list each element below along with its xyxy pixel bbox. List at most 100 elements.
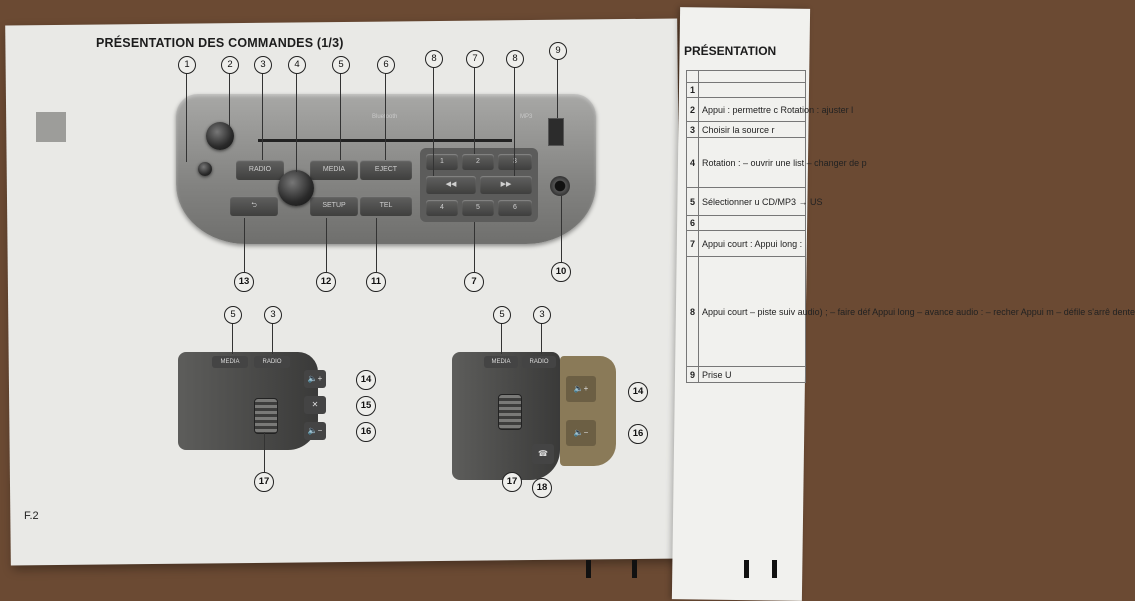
left-callout-14: 14 [356, 370, 376, 390]
preset-6-button[interactable]: 6 [498, 200, 532, 216]
row-number: 5 [685, 187, 700, 216]
tel-button[interactable]: TEL [360, 196, 412, 216]
preset-3-button[interactable]: 3 [498, 154, 532, 170]
right-volume-up-button[interactable]: 🔈+ [566, 376, 596, 402]
leader-5 [340, 72, 341, 160]
setup-button[interactable]: SETUP [310, 196, 358, 216]
thumb-index-mark [586, 560, 591, 578]
leader-10 [561, 196, 562, 262]
back-button[interactable]: ⮌ [230, 196, 278, 216]
left-callout-5: 5 [224, 306, 242, 324]
right-callout-17: 17 [502, 472, 522, 492]
row-number [685, 70, 700, 83]
leader-1 [186, 72, 187, 162]
left-mute-button[interactable]: ✕ [304, 396, 326, 414]
leader-13 [244, 218, 245, 272]
right-media-button[interactable]: MEDIA [484, 356, 518, 368]
left-radio-button[interactable]: RADIO [254, 356, 290, 368]
seek-back-button[interactable]: ◀◀ [426, 176, 476, 194]
right-volume-down-button[interactable]: 🔈− [566, 420, 596, 446]
callout-13: 13 [234, 272, 254, 292]
callout-6: 6 [377, 56, 395, 74]
row-text: Appui court – piste suiv audio) ; – fair… [698, 256, 1135, 367]
bluetooth-label: Bluetooth [372, 114, 397, 120]
callout-9: 9 [549, 42, 567, 60]
leader-left-17 [264, 432, 265, 472]
left-callout-16: 16 [356, 422, 376, 442]
leader-11 [376, 218, 377, 272]
preset-5-button[interactable]: 5 [462, 200, 494, 216]
selector-knob[interactable] [278, 170, 314, 206]
usb-port[interactable] [548, 118, 564, 146]
callout-5: 5 [332, 56, 350, 74]
right-page-title: PRÉSENTATION [684, 44, 777, 58]
page-number: F.2 [24, 510, 39, 522]
steering-control-left [178, 352, 318, 450]
left-media-button[interactable]: MEDIA [212, 356, 248, 368]
leader-8a [433, 66, 434, 176]
left-volume-down-button[interactable]: 🔈− [304, 422, 326, 440]
right-callout-5: 5 [493, 306, 511, 324]
callout-7a: 7 [466, 50, 484, 68]
left-callout-3: 3 [264, 306, 282, 324]
row-number: 1 [685, 82, 700, 98]
preset-2-button[interactable]: 2 [462, 154, 494, 170]
callout-3: 3 [254, 56, 272, 74]
table-row [685, 70, 807, 83]
row-number: 8 [685, 256, 700, 367]
left-callout-15: 15 [356, 396, 376, 416]
callout-8a: 8 [425, 50, 443, 68]
leader-left-5 [232, 322, 233, 354]
media-button[interactable]: MEDIA [310, 160, 358, 180]
leader-left-3 [272, 322, 273, 354]
right-callout-14: 14 [628, 382, 648, 402]
leader-7a [474, 66, 475, 154]
table-row: 1 [685, 82, 807, 98]
left-callout-17: 17 [254, 472, 274, 492]
preset-4-button[interactable]: 4 [426, 200, 458, 216]
mp3-label: MP3 [520, 114, 533, 120]
row-text [698, 70, 807, 83]
aux-jack[interactable] [550, 176, 570, 196]
right-scroll-wheel[interactable] [498, 394, 522, 430]
row-number: 3 [685, 121, 700, 138]
row-number: 7 [685, 230, 700, 257]
page-title: PRÉSENTATION DES COMMANDES (1/3) [96, 36, 344, 50]
callout-4: 4 [288, 56, 306, 74]
right-phone-button[interactable]: ☎ [532, 444, 554, 464]
power-button[interactable] [198, 162, 212, 176]
leader-3 [262, 72, 263, 160]
row-number: 6 [685, 215, 700, 231]
leader-8b [514, 66, 515, 176]
right-radio-button[interactable]: RADIO [522, 356, 556, 368]
eject-button[interactable]: EJECT [360, 160, 412, 180]
row-number: 2 [685, 97, 700, 122]
right-side-buttons [560, 356, 616, 466]
seek-forward-button[interactable]: ▶▶ [480, 176, 532, 194]
leader-9 [557, 60, 558, 118]
row-text: Rotation : – ouvrir une list – changer d… [698, 137, 867, 188]
leader-7b [474, 222, 475, 272]
preset-1-button[interactable]: 1 [426, 154, 458, 170]
leader-6 [385, 72, 386, 160]
leader-right-5 [501, 322, 502, 354]
left-volume-up-button[interactable]: 🔈+ [304, 370, 326, 388]
left-scroll-wheel[interactable] [254, 398, 278, 434]
leader-2 [229, 72, 230, 126]
callout-2: 2 [221, 56, 239, 74]
radio-button[interactable]: RADIO [236, 160, 284, 180]
row-text: Sélectionner u CD/MP3 → US [698, 187, 823, 216]
row-text: Choisir la source r [698, 121, 807, 138]
callout-1: 1 [178, 56, 196, 74]
row-number: 9 [685, 366, 700, 383]
thumb-index-mark [632, 560, 637, 578]
volume-knob[interactable] [206, 122, 234, 150]
